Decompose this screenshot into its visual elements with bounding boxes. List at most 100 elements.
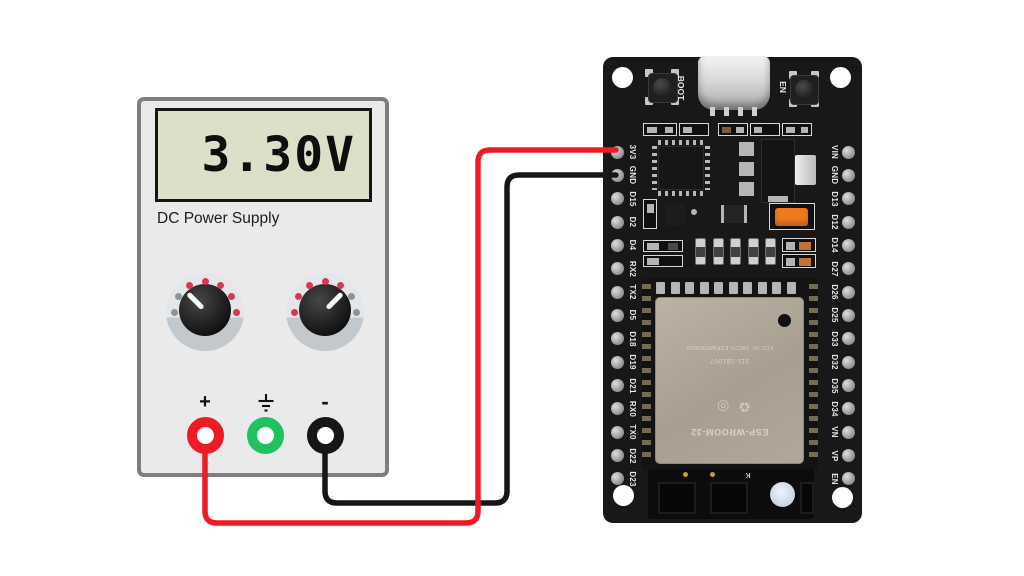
knob-tick-gray	[174, 293, 182, 300]
smd-component	[736, 127, 744, 133]
dc-power-supply: 3.30V DC Power Supply + -	[137, 97, 389, 477]
smd-group	[643, 240, 683, 252]
module-cert-code: 211-1B1007	[710, 357, 749, 364]
smd-component	[786, 127, 795, 133]
pin-pad-D21	[610, 379, 624, 392]
module-pad	[656, 282, 665, 294]
boot-button-label: BOOT	[676, 75, 686, 101]
pin-pad-VN	[841, 425, 855, 439]
transistor	[721, 205, 747, 223]
transistor	[739, 182, 754, 196]
module-fcc-id: FCC ID: 2AC7Z-ESPWROOM32	[686, 344, 773, 350]
knob-tick-gray	[352, 308, 360, 316]
smd-component	[801, 127, 808, 133]
module-pad	[772, 282, 781, 294]
pin-pad-VIN	[841, 145, 855, 159]
module-pad	[743, 282, 752, 294]
pin-pad-RX0	[610, 402, 624, 416]
micro-usb-port[interactable]	[698, 56, 770, 116]
psu-title: DC Power Supply	[157, 210, 280, 227]
resistor	[765, 238, 776, 265]
knob-tick-red	[290, 308, 298, 316]
pin-pad-TX2	[610, 285, 624, 299]
pin-pad-D13	[841, 192, 855, 206]
knob-tick-red	[337, 281, 344, 289]
antenna-trace	[800, 482, 814, 514]
pin-pad-TX0	[610, 425, 624, 439]
negative-terminal[interactable]	[306, 416, 344, 454]
tantalum-capacitor	[775, 208, 808, 226]
ground-symbol-icon	[258, 394, 274, 412]
antenna-mark: K	[745, 471, 751, 478]
pin-label-D23: D23	[628, 471, 637, 487]
module-model-label: ESP-WROOM-32	[690, 427, 769, 437]
current-knob-cap	[299, 284, 351, 336]
pin-pad-D4	[610, 238, 624, 252]
pin-pad-D15	[610, 192, 624, 206]
pin-pad-D33	[841, 332, 855, 346]
smd-component	[647, 243, 659, 250]
pin-label-EN: EN	[830, 473, 839, 485]
knob-indicator	[325, 291, 344, 310]
resistor	[695, 238, 706, 265]
mounting-hole	[831, 486, 853, 508]
button-plunger	[653, 78, 671, 96]
chip-pins	[658, 191, 704, 196]
positive-terminal-label: +	[199, 391, 211, 413]
pin-pad-D12	[841, 215, 855, 229]
led-component	[770, 482, 795, 507]
pin-pad-D35	[841, 379, 855, 392]
boot-button[interactable]	[645, 69, 679, 105]
castellated-edge	[642, 284, 651, 464]
pin-pad-3V3	[610, 145, 624, 159]
antenna-section: K	[648, 469, 814, 519]
pin-pad-GND	[610, 168, 624, 182]
usb-leg	[710, 107, 715, 116]
mounting-hole	[611, 66, 633, 88]
positive-terminal[interactable]	[186, 416, 224, 454]
module-pad	[685, 282, 694, 294]
test-pad	[710, 472, 715, 477]
chip-pins	[658, 140, 704, 145]
resistor	[747, 238, 759, 265]
ground-terminal[interactable]	[246, 416, 284, 454]
pin-pad-D18	[610, 332, 624, 346]
antenna-trace	[710, 482, 748, 514]
pin-pad-D26	[841, 285, 855, 299]
pin-pad-D32	[841, 355, 855, 369]
knob-tick-red	[232, 308, 240, 316]
test-pad	[683, 472, 688, 477]
voltage-regulator	[761, 139, 795, 203]
mounting-hole	[829, 66, 851, 88]
rf-shield: ESP-WROOM-32 ♻◎ 211-1B1007 FCC ID: 2AC7Z…	[655, 297, 804, 464]
smd-component	[665, 127, 673, 133]
shield-dot	[778, 314, 791, 327]
module-pad	[699, 282, 709, 294]
smd-group	[643, 255, 683, 267]
certification-logos: ♻◎	[708, 399, 751, 415]
pin-pad-D27	[841, 262, 855, 276]
esp32-board: BOOT EN	[603, 56, 862, 523]
pin-pad-VP	[841, 449, 855, 463]
knob-tick-red	[321, 277, 329, 285]
pin-pad-D14	[841, 238, 855, 252]
pin-pad-D19	[610, 355, 624, 369]
smd-group	[643, 199, 657, 229]
pin-pad-EN	[841, 472, 855, 486]
negative-terminal-label: -	[321, 389, 329, 414]
smd-component	[799, 242, 811, 250]
chip-pins	[652, 146, 657, 190]
en-button[interactable]	[789, 71, 819, 107]
antenna-trace	[658, 482, 696, 514]
smd-group	[782, 238, 816, 252]
usb-leg	[752, 107, 757, 116]
regulator-tab	[768, 196, 788, 202]
esp32-module: ESP-WROOM-32 ♻◎ 211-1B1007 FCC ID: 2AC7Z…	[642, 278, 818, 470]
smd-group	[782, 123, 812, 136]
smd-component	[647, 258, 659, 265]
module-pad	[714, 282, 723, 294]
pin-pad-D5	[610, 308, 624, 322]
smd-group	[679, 123, 709, 136]
smd-component	[647, 127, 657, 133]
module-pad	[728, 282, 738, 294]
